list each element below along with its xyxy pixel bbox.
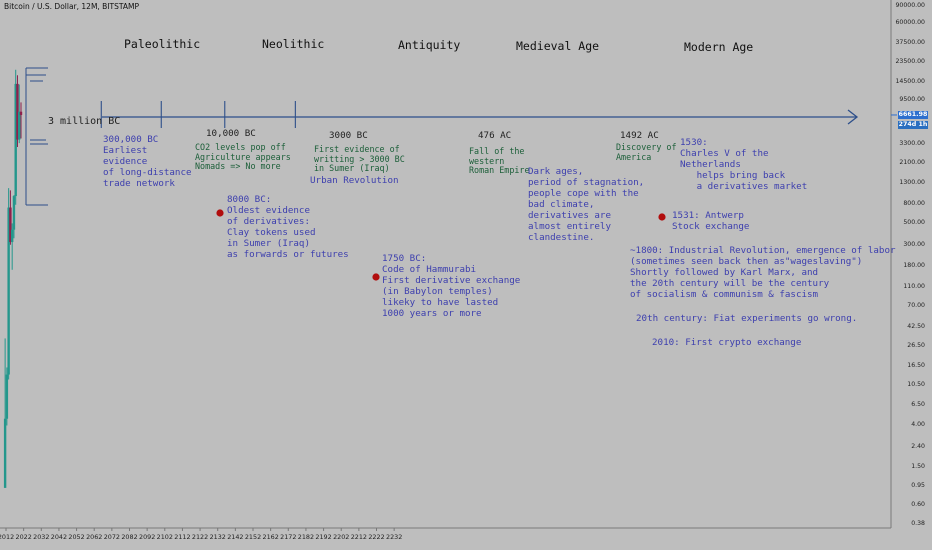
current-price-badge: 6661.98 [898,111,928,119]
price-tick-label: 110.00 [903,282,925,290]
year-tick-label: 2052 [68,533,85,541]
event-marker [658,213,666,221]
event-note: First evidence of writting > 3000 BC in … [314,144,405,174]
year-tick-label: 2182 [297,533,315,541]
price-tick-label: 300.00 [903,240,925,248]
year-tick-label: 2042 [50,533,68,541]
year-tick-label: 2072 [103,533,120,541]
year-tick-label: 2062 [86,533,103,541]
year-tick-label: 2032 [33,533,50,541]
price-tick-label: 42.50 [907,322,925,330]
event-note: Dark ages, period of stagnation, people … [528,166,645,243]
price-tick-label: 3300.00 [899,140,925,148]
year-tick-label: 2202 [333,533,350,541]
price-tick-label: 70.00 [907,301,925,309]
event-note: 2010: First crypto exchange [652,337,802,348]
event-note: CO2 levels pop off Agriculture appears N… [195,142,291,172]
candle-body [9,207,12,243]
year-tick-label: 2212 [350,533,367,541]
year-tick-label: 2122 [191,533,209,541]
candle-body [18,111,21,140]
price-tick-label: 37500.00 [895,38,925,46]
price-tick-label: 500.00 [903,219,925,227]
year-tick-label: 2092 [139,533,156,541]
price-tick-label: 4.00 [911,421,925,429]
year-tick-label: 2152 [244,533,262,541]
candle-body [12,196,16,230]
timeline-start-label: 3 million BC [48,116,121,127]
price-tick-label: 2.40 [911,442,925,450]
chart-header-title: Bitcoin / U.S. Dollar, 12M, BITSTAMP [4,2,139,11]
timeline-layer [100,101,859,128]
year-tick-label: 2102 [156,533,173,541]
event-note: 1531: Antwerp Stock exchange [672,210,750,232]
year-tick-label: 2162 [262,533,279,541]
era-label: Neolithic [262,37,325,51]
price-tick-label: 90000.00 [895,2,925,9]
price-tick-label: 0.38 [911,520,925,527]
candle-body [14,83,17,197]
year-tick-label: 2022 [15,533,32,541]
price-tick-label: 16.50 [907,362,925,370]
year-tick-label: 2112 [174,533,191,541]
price-tick-label: 1300.00 [899,179,925,187]
year-tick-label: 2082 [121,533,138,541]
era-label: Antiquity [398,38,461,52]
price-tick-label: 26.50 [907,342,925,350]
price-tick-label: 0.60 [911,500,925,508]
year-tick-label: 2222 [368,533,385,541]
year-tick-label: 2012 [0,533,15,541]
candle-body [3,418,7,488]
timeline-tick-label: 1492 AC [620,130,659,141]
price-tick-label: 9500.00 [899,96,925,104]
candle-body [7,207,10,375]
timeline-tick-label: 10,000 BC [206,128,256,139]
timeline-arrowhead [847,109,859,125]
countdown-badge: 274d 1h [898,121,928,129]
year-tick-label: 2142 [227,533,244,541]
year-tick-label: 2232 [386,533,403,541]
event-note: 1750 BC: Code of Hammurabi First derivat… [382,253,521,319]
year-tick-label: 2192 [315,533,332,541]
price-tick-label: 14500.00 [895,78,925,86]
price-tick-label: 23500.00 [895,58,925,66]
timeline-tick-label: 3000 BC [329,130,368,141]
price-tick-label: 2100.00 [899,159,925,167]
event-marker [372,273,380,281]
event-note: Urban Revolution [310,175,399,186]
event-note: Fall of the western Roman Empire [469,146,530,176]
candle-body [16,83,19,140]
grid-layer [0,0,897,531]
candles-layer [3,67,48,488]
year-tick-label: 2132 [209,533,226,541]
era-label: Paleolithic [124,37,201,51]
event-note: 300,000 BC Earliest evidence of long-dis… [103,134,192,189]
event-note: 1530: Charles V of the Netherlands helps… [680,137,808,192]
price-tick-label: 0.95 [911,481,925,489]
timeline-tick-label: 476 AC [478,130,512,141]
event-note: 8000 BC: Oldest evidence of derivatives:… [227,194,349,260]
markers-layer [216,209,666,281]
event-note: Discovery of America [616,142,677,162]
price-tick-label: 800.00 [903,199,925,207]
price-tick-label: 60000.00 [895,18,925,26]
event-note: 20th century: Fiat experiments go wrong. [636,313,858,324]
year-tick-label: 2172 [280,533,297,541]
event-note: ~1800: Industrial Revolution, emergence … [630,245,896,300]
price-tick-label: 10.50 [907,381,925,389]
candle-body [19,111,23,115]
era-label: Modern Age [684,40,754,54]
price-tick-label: 6.50 [911,401,925,409]
price-tick-label: 1.50 [911,462,925,470]
price-tick-label: 180.00 [903,262,925,270]
event-marker [216,209,224,217]
era-label: Medieval Age [516,39,600,53]
candle-body [10,229,14,243]
candle-body [5,374,9,419]
